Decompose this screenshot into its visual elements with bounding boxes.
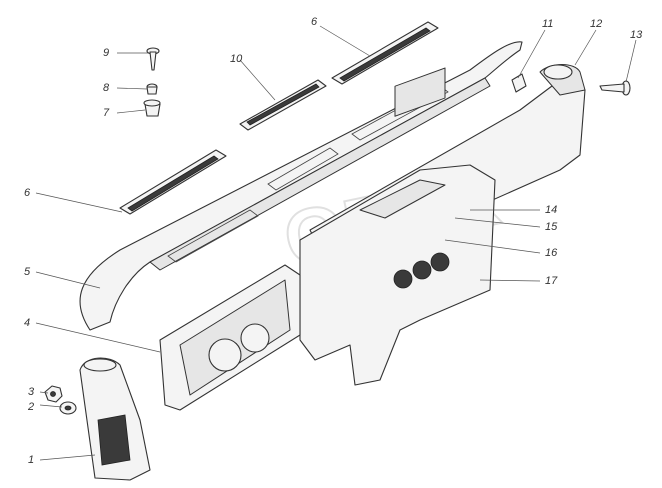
callout-8: 8	[103, 82, 110, 94]
callout-11: 11	[542, 18, 553, 30]
callout-labels: 1 2 3 4 5 6 6 7 8 9 10 11 12 13 14 15 16…	[24, 16, 643, 466]
callout-3: 3	[28, 386, 35, 398]
callout-17: 17	[545, 275, 558, 287]
plastic-clip	[143, 99, 161, 117]
dashboard-top-panel	[79, 41, 523, 331]
self-tapping-screw-left	[146, 47, 160, 71]
callout-16: 16	[545, 247, 558, 259]
plug-cap	[146, 83, 158, 95]
callout-13: 13	[630, 29, 643, 41]
self-tapping-screw-right	[599, 80, 631, 96]
callout-2: 2	[27, 401, 34, 413]
callout-7: 7	[103, 107, 110, 119]
callout-6-top: 6	[311, 16, 318, 28]
callout-5: 5	[24, 266, 31, 278]
center-console	[299, 67, 496, 386]
retaining-clip	[511, 73, 527, 93]
callout-14: 14	[545, 204, 557, 216]
washer	[59, 401, 77, 415]
instrument-cluster-frame	[159, 264, 301, 411]
callout-6-left: 6	[24, 187, 31, 199]
leader-lines	[35, 25, 637, 461]
air-vent-grille-middle	[239, 79, 327, 131]
air-vent-grille-left	[119, 149, 227, 215]
side-air-duct-housing	[79, 357, 151, 481]
air-vent-grille-top	[331, 21, 439, 85]
callout-4: 4	[24, 317, 30, 329]
callout-9: 9	[103, 47, 109, 59]
callout-1: 1	[28, 454, 34, 466]
callout-10: 10	[230, 53, 243, 65]
callout-12: 12	[590, 18, 602, 30]
callout-15: 15	[545, 221, 558, 233]
nut	[44, 385, 63, 403]
